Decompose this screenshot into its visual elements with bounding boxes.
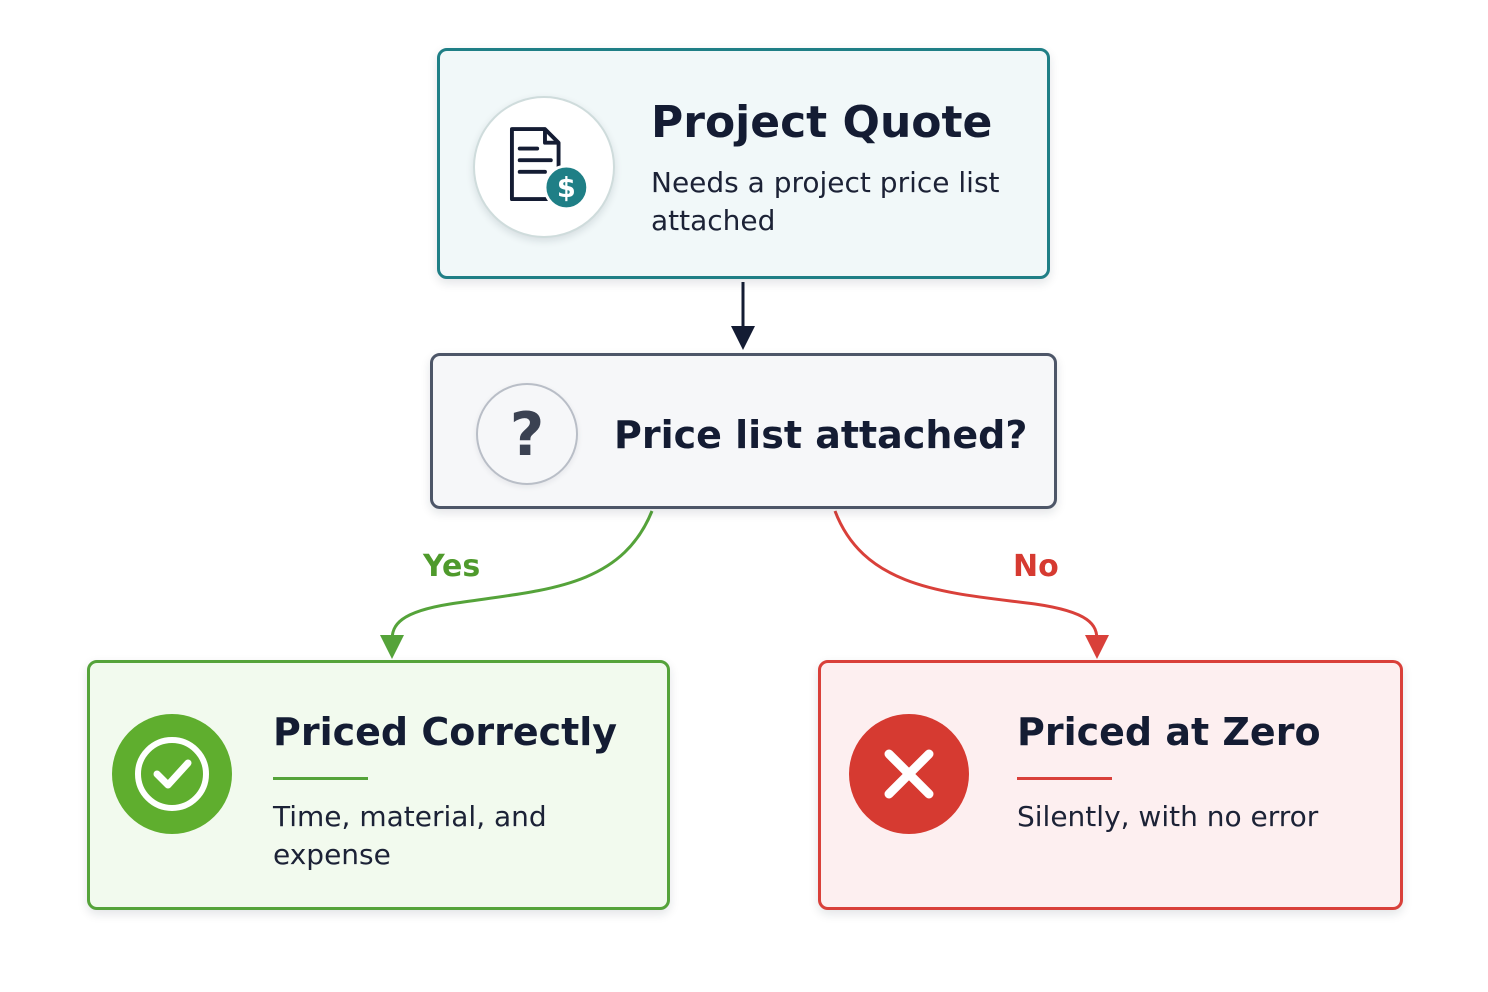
yes-edge-label: Yes: [423, 549, 481, 584]
arrowhead-yes: [380, 635, 404, 659]
check-circle-icon: [112, 714, 232, 834]
start-node-project-quote: $ Project Quote Needs a project price li…: [437, 48, 1050, 279]
no-outcome-node: Priced at Zero Silently, with no error: [818, 660, 1403, 910]
yes-outcome-description: Time, material, and expense: [273, 800, 547, 871]
start-node-title: Project Quote: [651, 97, 993, 148]
document-dollar-icon: $: [473, 96, 615, 238]
yes-outcome-title: Priced Correctly: [273, 710, 618, 754]
arrowhead-no: [1085, 635, 1109, 659]
arrowhead-start-to-decision: [731, 326, 755, 350]
decision-node-title: Price list attached?: [614, 413, 1028, 457]
no-outcome-divider: [1017, 777, 1112, 780]
no-outcome-title: Priced at Zero: [1017, 710, 1321, 754]
x-circle-icon: [849, 714, 969, 834]
yes-outcome-node: Priced Correctly Time, material, and exp…: [87, 660, 670, 910]
question-mark-icon: ?: [476, 383, 578, 485]
no-outcome-description: Silently, with no error: [1017, 800, 1319, 833]
svg-text:?: ?: [510, 401, 545, 470]
decision-node: ? Price list attached?: [430, 353, 1057, 509]
arrow-no-branch: [833, 510, 1099, 641]
svg-text:$: $: [557, 173, 576, 204]
arrow-yes-branch: [390, 510, 654, 641]
yes-outcome-divider: [273, 777, 368, 780]
no-edge-label: No: [1013, 549, 1059, 584]
start-node-description: Needs a project price list attached: [651, 166, 1000, 237]
